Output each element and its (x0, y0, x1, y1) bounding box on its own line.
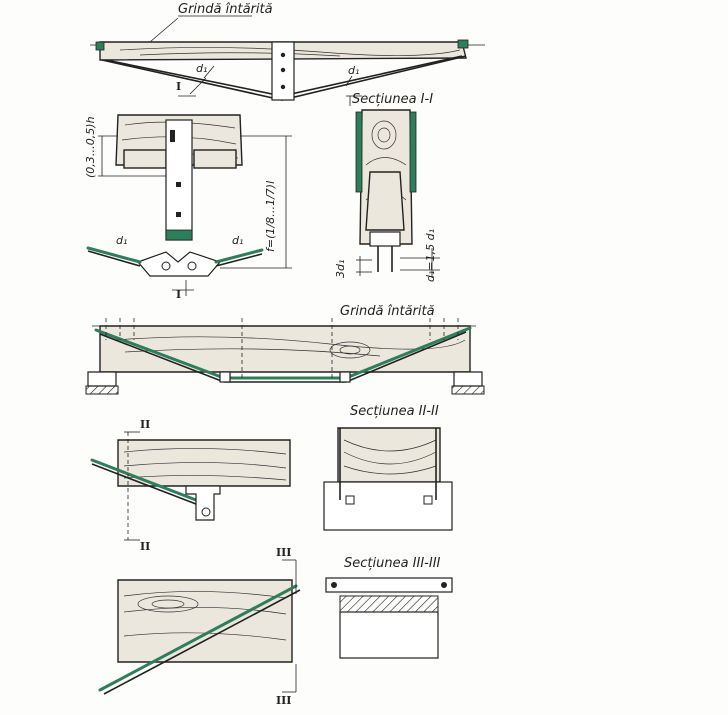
section-III-III-body (339, 611, 439, 659)
strut-post-foot (165, 229, 193, 241)
section-mark-II-top: II (140, 418, 151, 431)
top-beam-grain (119, 47, 461, 56)
d1-leader-left (203, 65, 215, 79)
section-III-III (325, 577, 453, 659)
middle-beam-label: Grindă întărită (340, 304, 435, 319)
strut-right-rod (214, 248, 264, 264)
section-III-III-hatched (339, 595, 439, 613)
section-I-I-right-rod (409, 111, 417, 193)
detail-III-beam (117, 579, 293, 663)
strut-right-block (193, 149, 237, 169)
middle-right-support (453, 371, 483, 387)
section-III-III-cap (325, 577, 453, 593)
top-left-anchor (95, 41, 105, 51)
section-mark-I-bottom: I (176, 288, 182, 301)
section-I-cut-line (189, 77, 207, 95)
section-II-II-plate (323, 481, 453, 531)
section-I-I-title: Secțiunea I-I (352, 92, 434, 107)
middle-beam-elevation (85, 318, 485, 395)
d1-label-top-right: d₁ (348, 64, 360, 77)
top-beam-grain-2 (139, 52, 341, 57)
detail-II-bracket (185, 485, 221, 521)
section-mark-II-bottom: II (140, 540, 151, 553)
d1-label-left-rod: d₁ (116, 234, 128, 247)
d1-label-right-rod: d₁ (232, 234, 244, 247)
section-I-I-strut (365, 171, 405, 231)
title-leader (149, 17, 179, 43)
section-I-I-plate (369, 231, 401, 247)
top-beam-elevation (90, 15, 485, 101)
strut-post-detail (165, 119, 193, 241)
top-beam-label: Grindă întărită (178, 2, 273, 17)
strut-left-block (123, 149, 167, 169)
section-I-I-left-rod (355, 111, 363, 193)
strut-shoe (136, 251, 222, 277)
middle-tie-rod (94, 326, 472, 380)
middle-left-support (87, 371, 117, 387)
section-mark-III-top: III (276, 546, 292, 559)
d1-leader-right (345, 75, 353, 87)
detail-III (98, 559, 301, 695)
d1-label-top-left: d₁ (196, 62, 208, 75)
dim-h-label: (0,3…0,5)h (84, 116, 97, 178)
strut-detail (86, 114, 292, 296)
top-right-anchor (457, 39, 469, 49)
section-mark-I-top: I (176, 80, 182, 93)
section-I-I (346, 95, 440, 278)
detail-II-rod (90, 458, 198, 502)
detail-III-rod (98, 584, 298, 692)
dim-d1-eq-label: d₁=1,5 d₁ (424, 229, 437, 282)
detail-II (90, 431, 291, 541)
section-II-II (323, 427, 453, 531)
dim-3d1-label: 3d₁ (334, 259, 347, 278)
section-III-III-title: Secțiunea III-III (344, 556, 441, 571)
section-mark-III-bottom: III (276, 694, 292, 707)
strut-left-rod (86, 246, 142, 264)
section-II-II-title: Secțiunea II-II (350, 404, 439, 419)
dim-f-label: f=(1/8…1/7)l (264, 180, 277, 252)
